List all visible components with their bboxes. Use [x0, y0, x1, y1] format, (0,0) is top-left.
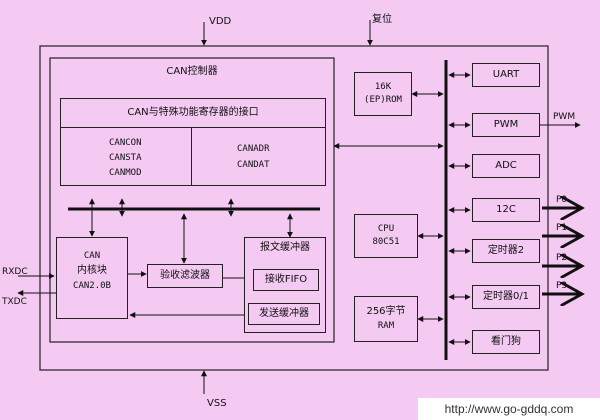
- can-core-block: CAN 内核块 CAN2.0B: [56, 237, 128, 319]
- can-controller-outline: [49, 57, 335, 343]
- periph-timer2: 定时器2: [472, 239, 540, 263]
- acceptance-filter-block: 验收滤波器: [147, 264, 223, 288]
- p3-label: P3: [556, 281, 568, 291]
- cpu-line2: 80C51: [372, 237, 400, 247]
- cpu-line1: CPU: [377, 224, 395, 234]
- can-interface-label: CAN与特殊功能寄存器的接口: [127, 107, 259, 118]
- can-controller-title: CAN控制器: [166, 66, 218, 77]
- periph-12c-label: 12C: [496, 204, 516, 215]
- message-buffer-title: 报文缓冲器: [260, 242, 310, 253]
- interface-divider: [61, 127, 325, 128]
- vss-label: VSS: [207, 398, 227, 409]
- rom-line1: 16K: [374, 82, 392, 92]
- periph-pwm-label: PWM: [493, 119, 519, 130]
- ram-line2: RAM: [377, 321, 395, 331]
- reset-label: 复位: [372, 14, 392, 25]
- reg-canmod: CANMOD: [109, 168, 142, 178]
- regs-divider: [191, 127, 192, 185]
- p1-label: P1: [556, 223, 568, 233]
- cpu-block: CPU 80C51: [354, 214, 418, 258]
- can-core-line1: CAN: [83, 251, 101, 261]
- periph-timer01: 定时器0/1: [472, 285, 540, 309]
- reg-candat: CANDAT: [237, 160, 270, 170]
- p2-label: P2: [556, 253, 568, 263]
- can-core-line2: 内核块: [77, 265, 107, 276]
- message-buffer-block: 报文缓冲器 接收FIFO 发送缓冲器: [244, 237, 326, 333]
- reg-canadr: CANADR: [237, 144, 270, 154]
- periph-adc-label: ADC: [495, 160, 517, 171]
- periph-pwm: PWM: [472, 113, 540, 137]
- reg-cansta: CANSTA: [109, 153, 142, 163]
- ram-block: 256字节 RAM: [354, 296, 418, 342]
- rx-fifo-block: 接收FIFO: [253, 269, 319, 291]
- p0-label: P0: [556, 195, 568, 205]
- rx-fifo-label: 接收FIFO: [264, 274, 308, 285]
- rom-line2: (EP)ROM: [364, 95, 402, 105]
- pwm-pin-label: PWM: [553, 112, 576, 122]
- periph-timer2-label: 定时器2: [487, 245, 525, 256]
- periph-12c: 12C: [472, 198, 540, 222]
- periph-watchdog-label: 看门狗: [491, 336, 521, 347]
- periph-uart: UART: [472, 63, 540, 87]
- rxdc-label: RXDC: [2, 267, 28, 277]
- periph-adc: ADC: [472, 154, 540, 178]
- acceptance-filter-label: 验收滤波器: [160, 270, 210, 281]
- reg-cancon: CANCON: [109, 138, 142, 148]
- ram-line1: 256字节: [366, 306, 406, 317]
- txdc-label: TXDC: [2, 297, 27, 307]
- tx-buffer-block: 发送缓冲器: [248, 303, 320, 325]
- can-core-line3: CAN2.0B: [73, 281, 111, 291]
- periph-watchdog: 看门狗: [472, 330, 540, 354]
- can-sfr-interface-block: CAN与特殊功能寄存器的接口 CANCON CANSTA CANMOD CANA…: [60, 98, 326, 186]
- vdd-label: VDD: [209, 16, 232, 27]
- periph-uart-label: UART: [492, 69, 520, 80]
- rom-block: 16K (EP)ROM: [354, 72, 412, 116]
- tx-buffer-label: 发送缓冲器: [259, 308, 309, 319]
- periph-timer01-label: 定时器0/1: [482, 291, 530, 302]
- source-watermark: http://www.go-gddq.com: [418, 398, 600, 420]
